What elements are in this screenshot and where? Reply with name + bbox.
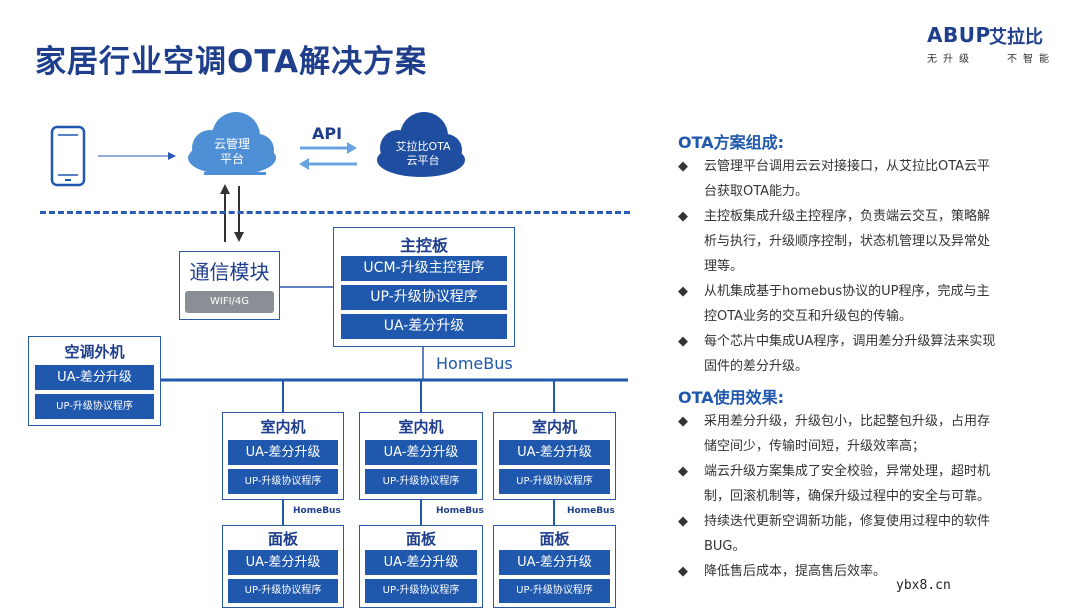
effects-item: ◆ 采用差分升级，升级包小，比起整包升级，占用存 储空间少，传输时间短，升级效率… <box>678 409 1024 459</box>
comm-module-title: 通信模块 <box>189 260 270 284</box>
effects-item-line: BUG。 <box>704 539 746 554</box>
homebus-small-label-2: HomeBus <box>436 506 484 516</box>
cloud-management-label: 云管理 平台 <box>202 137 262 167</box>
phone-icon <box>50 125 86 187</box>
diamond-bullet-icon: ◆ <box>678 159 688 174</box>
panel-2: 面板 UA-差分升级 UP-升级协议程序 <box>359 525 483 608</box>
main-board-box: 主控板 UCM-升级主控程序 UP-升级协议程序 UA-差分升级 <box>333 227 515 347</box>
diamond-bullet-icon: ◆ <box>678 514 688 529</box>
main-board-ua: UA-差分升级 <box>341 314 507 339</box>
effects-item: ◆ 端云升级方案集成了安全校验，异常处理，超时机 制，回滚机制等，确保升级过程中… <box>678 459 1024 509</box>
effects-item-line: 采用差分升级，升级包小，比起整包升级，占用存 <box>704 414 991 429</box>
cloud-management-line-1: 云管理 <box>213 137 250 151</box>
indoor-unit-title: 室内机 <box>531 418 577 436</box>
composition-item-line: 从机集成基于homebus协议的UP程序，完成与主 <box>704 284 990 299</box>
main-board-ucm: UCM-升级主控程序 <box>341 256 507 281</box>
panel-up: UP-升级协议程序 <box>365 579 477 603</box>
effects-item-line: 储空间少，传输时间短，升级效率高； <box>704 439 926 454</box>
indoor-unit-title: 室内机 <box>398 418 444 436</box>
composition-item-line: 云管理平台调用云云对接接口，从艾拉比OTA云平 <box>704 159 991 174</box>
api-arrows <box>299 142 357 170</box>
composition-item: ◆ 主控板集成升级主控程序，负责端云交互，策略解 析与执行，升级顺序控制，状态机… <box>678 204 1024 279</box>
panel-title: 面板 <box>267 530 298 548</box>
homebus-small-label-1: HomeBus <box>293 506 341 516</box>
indoor-unit-title: 室内机 <box>260 418 306 436</box>
effects-item-line: 降低售后成本，提高售后效率。 <box>704 564 887 579</box>
composition-item-line: 台获取OTA能力。 <box>704 184 809 199</box>
homebus-small-label-3: HomeBus <box>567 506 615 516</box>
ota-cloud-icon <box>377 112 465 177</box>
outdoor-unit-box: 空调外机 UA-差分升级 UP-升级协议程序 <box>28 336 161 426</box>
composition-title: OTA方案组成: <box>678 133 785 152</box>
cloud-management-icon <box>188 112 276 175</box>
composition-item-line: 固件的差分升级。 <box>704 359 809 374</box>
effects-item: ◆ 降低售后成本，提高售后效率。 <box>678 559 1024 584</box>
effects-title: OTA使用效果: <box>678 388 785 407</box>
indoor-unit-2: 室内机 UA-差分升级 UP-升级协议程序 <box>359 412 483 500</box>
diamond-bullet-icon: ◆ <box>678 209 688 224</box>
ota-cloud-label: 艾拉比OTA 云平台 <box>386 140 460 168</box>
composition-item: ◆ 云管理平台调用云云对接接口，从艾拉比OTA云平 台获取OTA能力。 <box>678 154 1024 204</box>
outdoor-unit-up: UP-升级协议程序 <box>35 394 154 419</box>
panel-ua: UA-差分升级 <box>499 550 610 575</box>
indoor-unit-ua: UA-差分升级 <box>365 440 477 465</box>
composition-list: ◆ 云管理平台调用云云对接接口，从艾拉比OTA云平 台获取OTA能力。 ◆ 主控… <box>678 154 1024 379</box>
watermark: ybx8.cn <box>896 578 951 593</box>
panel-ua: UA-差分升级 <box>365 550 477 575</box>
composition-item: ◆ 从机集成基于homebus协议的UP程序，完成与主 控OTA业务的交互和升级… <box>678 279 1024 329</box>
panel-up: UP-升级协议程序 <box>228 579 338 603</box>
panel-ua: UA-差分升级 <box>228 550 338 575</box>
brand-logo: ABUP 艾拉比 无升级 不智能 <box>927 23 1067 65</box>
indoor-unit-3: 室内机 UA-差分升级 UP-升级协议程序 <box>493 412 616 500</box>
comm-module-box: 通信模块 WIFI/4G <box>179 251 280 320</box>
logo-brand: ABUP <box>927 23 991 47</box>
composition-item: ◆ 每个芯片中集成UA程序，调用差分升级算法来实现 固件的差分升级。 <box>678 329 1024 379</box>
phone-to-cloud-arrow <box>98 152 176 160</box>
page-title: 家居行业空调OTA解决方案 <box>35 44 428 80</box>
main-board-title: 主控板 <box>399 236 448 255</box>
indoor-unit-up: UP-升级协议程序 <box>365 469 477 494</box>
ota-cloud-line-1: 艾拉比OTA <box>395 140 451 153</box>
logo-slogan-left: 无升级 <box>927 54 975 65</box>
composition-item-line: 析与执行，升级顺序控制，状态机管理以及异常处 <box>704 234 991 249</box>
composition-item-line: 理等。 <box>704 259 744 274</box>
effects-item-line: 持续迭代更新空调新功能，修复使用过程中的软件 <box>704 514 991 529</box>
effects-list: ◆ 采用差分升级，升级包小，比起整包升级，占用存 储空间少，传输时间短，升级效率… <box>678 409 1024 584</box>
diamond-bullet-icon: ◆ <box>678 334 688 349</box>
panel-1: 面板 UA-差分升级 UP-升级协议程序 <box>222 525 344 608</box>
indoor-unit-up: UP-升级协议程序 <box>499 469 610 494</box>
panel-up: UP-升级协议程序 <box>499 579 610 603</box>
wifi-badge: WIFI/4G <box>185 291 274 313</box>
cloud-management-line-2: 平台 <box>219 152 244 166</box>
diamond-bullet-icon: ◆ <box>678 284 688 299</box>
homebus-label: HomeBus <box>436 354 513 373</box>
indoor-unit-1: 室内机 UA-差分升级 UP-升级协议程序 <box>222 412 344 500</box>
composition-item-line: 每个芯片中集成UA程序，调用差分升级算法来实现 <box>704 334 996 349</box>
cloud-device-separator <box>40 211 630 214</box>
panel-3: 面板 UA-差分升级 UP-升级协议程序 <box>493 525 616 608</box>
indoor-unit-ua: UA-差分升级 <box>228 440 338 465</box>
outdoor-unit-ua: UA-差分升级 <box>35 365 154 390</box>
indoor-unit-up: UP-升级协议程序 <box>228 469 338 494</box>
logo-brand-cn: 艾拉比 <box>989 27 1043 48</box>
diamond-bullet-icon: ◆ <box>678 414 688 429</box>
indoor-unit-ua: UA-差分升级 <box>499 440 610 465</box>
logo-slogan-right: 不智能 <box>1007 54 1055 65</box>
ota-cloud-line-2: 云平台 <box>406 154 440 167</box>
outdoor-unit-title: 空调外机 <box>64 343 125 361</box>
api-label: API <box>312 124 343 143</box>
effects-item-line: 端云升级方案集成了安全校验，异常处理，超时机 <box>704 464 991 479</box>
effects-item: ◆ 持续迭代更新空调新功能，修复使用过程中的软件 BUG。 <box>678 509 1024 559</box>
diamond-bullet-icon: ◆ <box>678 464 688 479</box>
effects-item-line: 制，回滚机制等，确保升级过程中的安全与可靠。 <box>704 489 991 504</box>
diamond-bullet-icon: ◆ <box>678 564 688 579</box>
main-board-up: UP-升级协议程序 <box>341 285 507 310</box>
panel-title: 面板 <box>539 530 570 548</box>
composition-item-line: 主控板集成升级主控程序，负责端云交互，策略解 <box>704 209 991 224</box>
composition-item-line: 控OTA业务的交互和升级包的传输。 <box>704 309 913 324</box>
panel-title: 面板 <box>405 530 436 548</box>
